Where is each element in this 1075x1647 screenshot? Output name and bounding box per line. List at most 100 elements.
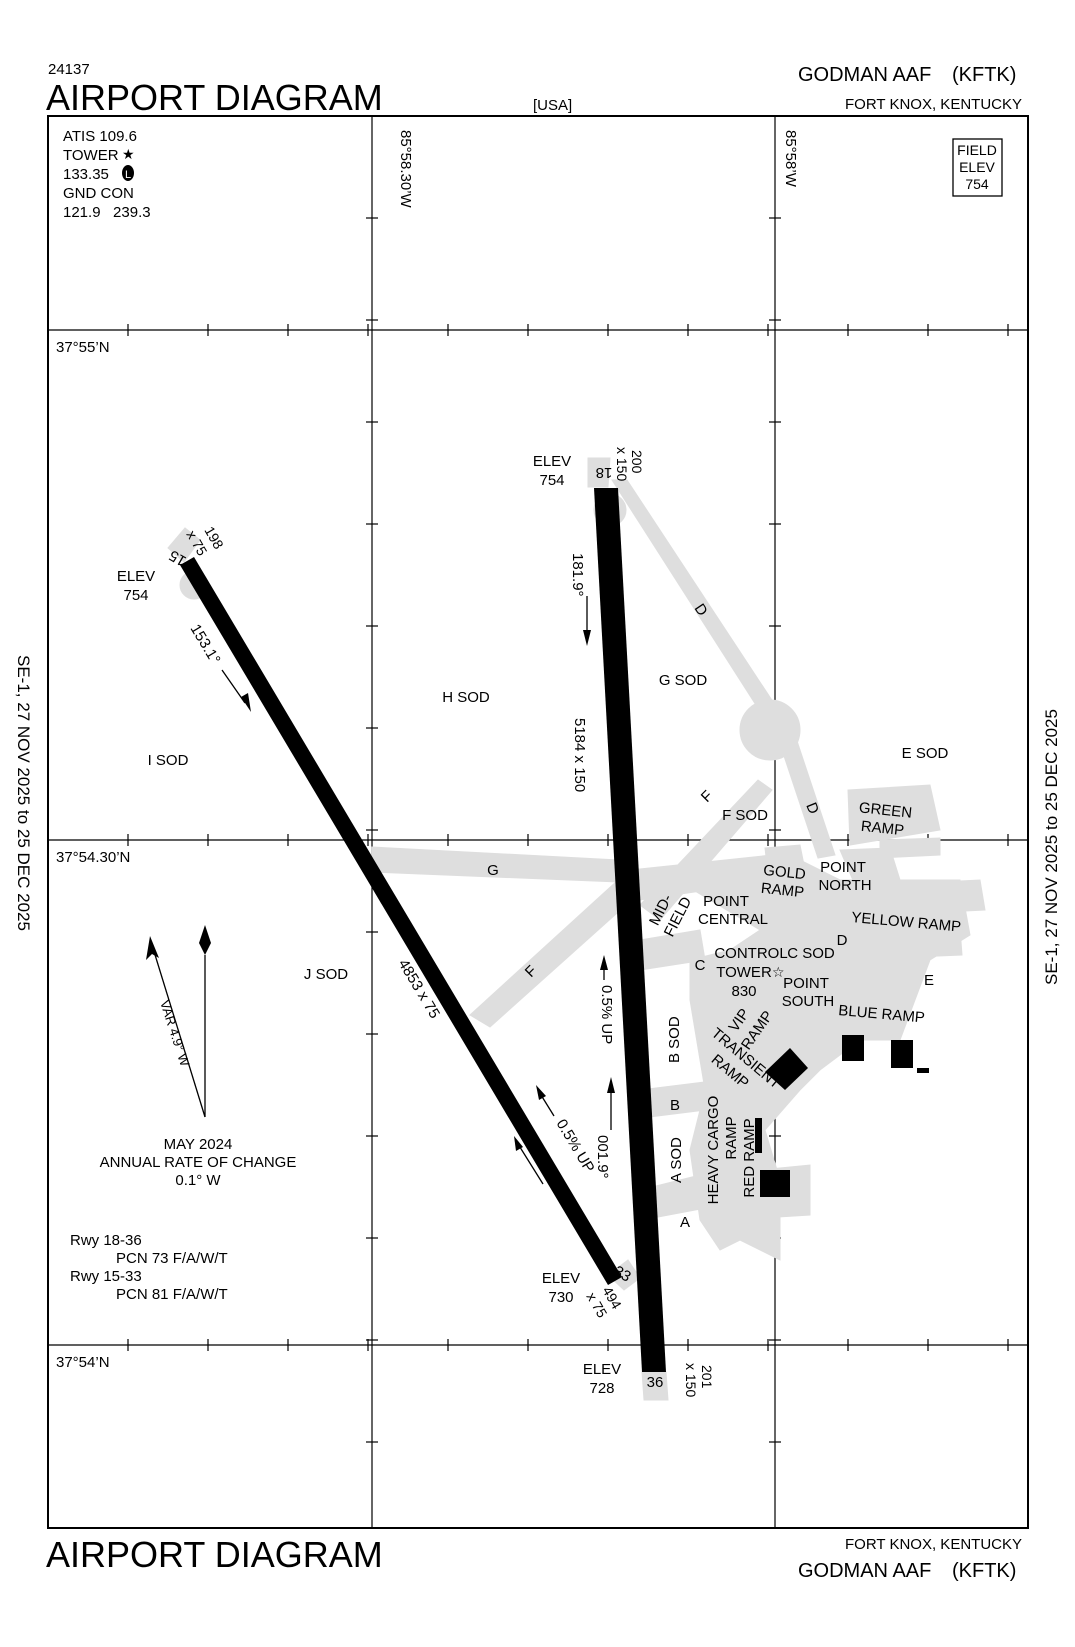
- footer-title: AIRPORT DIAGRAM: [46, 1534, 383, 1575]
- footer-location: FORT KNOX, KENTUCKY: [845, 1536, 1022, 1553]
- field-elev-l3: 754: [965, 176, 989, 192]
- rwy-18-overrun-1: 200: [629, 450, 645, 474]
- footer-ident: (KFTK): [952, 1560, 1016, 1582]
- f-sod-label: F SOD: [722, 807, 768, 824]
- runways: [180, 488, 666, 1372]
- side-note-right: SE-1, 27 NOV 2025 to 25 DEC 2025: [1042, 709, 1061, 985]
- taxiway-g-label: G: [487, 862, 499, 879]
- rwy-36-elev: 728: [589, 1380, 614, 1397]
- arrow-18: [583, 596, 591, 646]
- rwy-36-slope: 0.5% UP: [598, 985, 615, 1044]
- gnd-con-label: GND CON: [63, 185, 134, 202]
- lighting-icon: [122, 165, 134, 181]
- point-south-l2: SOUTH: [782, 993, 835, 1010]
- taxiway-e-label: E: [924, 972, 934, 989]
- e-sod-label: E SOD: [902, 745, 949, 762]
- runway-18-36: [594, 488, 666, 1372]
- j-sod-label: J SOD: [304, 966, 348, 983]
- control-tower-star-icon: ☆: [772, 964, 785, 980]
- control-tower-l3: 830: [731, 983, 756, 1000]
- grid-ticks: [127, 217, 1009, 1443]
- taxiway-b-label: B: [670, 1097, 680, 1114]
- gnd-con-freq: 121.9 239.3: [63, 204, 151, 221]
- rwy-18-elev-label: ELEV: [533, 453, 571, 470]
- header-airport: GODMAN AAF: [798, 64, 931, 86]
- rwy-15-elev-label: ELEV: [117, 568, 155, 585]
- arrow-36-slope: [600, 955, 608, 980]
- heavy-cargo-l1: HEAVY CARGO: [705, 1096, 722, 1205]
- rwy-33-elev-label: ELEV: [542, 1270, 580, 1287]
- red-ramp-label: RED RAMP: [741, 1118, 758, 1197]
- rwy-36-overrun-1: 201: [699, 1365, 715, 1389]
- lat-label-3: 37°54’N: [56, 1354, 110, 1371]
- pcn-rwy1-value: PCN 73 F/A/W/T: [116, 1250, 228, 1267]
- diagram-frame: [47, 115, 1029, 1529]
- rwy-33-end: 33: [611, 1263, 634, 1286]
- rwy-18-end: 18: [596, 464, 613, 481]
- lighting-icon-letter: L: [125, 169, 131, 181]
- gold-ramp-l2: RAMP: [760, 880, 805, 901]
- b-sod-label: B SOD: [666, 1016, 683, 1063]
- rwy-15-end: 15: [166, 546, 189, 569]
- arrow-33-slope: [536, 1085, 555, 1117]
- lat-label-1: 37°55’N: [56, 339, 110, 356]
- rwy-36-heading: 001.9°: [594, 1135, 611, 1179]
- buildings: [755, 1035, 929, 1197]
- field-elev-box: [952, 138, 1003, 197]
- arrow-36: [607, 1077, 615, 1130]
- lon-label-2: 85°58’W: [782, 130, 799, 188]
- taxiway-c-label: C: [695, 957, 706, 974]
- control-tower-l1: CONTROL: [714, 945, 787, 962]
- rwy-36-elev-label: ELEV: [583, 1361, 621, 1378]
- h-sod-label: H SOD: [442, 689, 490, 706]
- star-icon: ★: [122, 146, 135, 162]
- header-country: [USA]: [533, 97, 572, 114]
- rwy-33-elev: 730: [548, 1289, 573, 1306]
- side-note-left: SE-1, 27 NOV 2025 to 25 DEC 2025: [14, 655, 33, 931]
- field-elev-l1: FIELD: [957, 142, 997, 158]
- rwy-33-heading: 333.1°: [551, 1184, 588, 1230]
- tower-freq: 133.35: [63, 166, 109, 183]
- green-ramp-l1: GREEN: [858, 799, 913, 821]
- footer-airport: GODMAN AAF: [798, 1560, 931, 1582]
- chart-id: 24137: [48, 61, 90, 78]
- rwy-33-slope: 0.5% UP: [553, 1116, 598, 1176]
- rwy-18-36-dims: 5184 x 150: [571, 718, 588, 792]
- arrow-33: [514, 1136, 544, 1185]
- magvar-rate: 0.1° W: [175, 1172, 221, 1189]
- a-sod-label: A SOD: [668, 1137, 685, 1183]
- rwy-18-elev: 754: [539, 472, 564, 489]
- magvar-label: VAR 4.9° W: [157, 998, 193, 1069]
- pcn-rwy2-value: PCN 81 F/A/W/T: [116, 1286, 228, 1303]
- taxiway-pavement: [167, 457, 986, 1401]
- control-tower-l2: TOWER: [716, 964, 772, 981]
- point-south-l1: POINT: [783, 975, 829, 992]
- pcn-rwy1: Rwy 18-36: [70, 1232, 142, 1249]
- point-central-l1: POINT: [703, 893, 749, 910]
- tower-label: TOWER: [63, 147, 119, 164]
- magvar-date: MAY 2024: [164, 1136, 233, 1153]
- c-sod-label: C SOD: [787, 945, 835, 962]
- green-ramp-l2: RAMP: [860, 818, 905, 839]
- point-north-l1: POINT: [820, 859, 866, 876]
- magvar-arrows: [146, 925, 211, 1118]
- magvar-rate-label: ANNUAL RATE OF CHANGE: [100, 1154, 297, 1171]
- rwy-15-elev: 754: [123, 587, 148, 604]
- gold-ramp-l1: GOLD: [762, 862, 806, 883]
- point-north-l2: NORTH: [818, 877, 871, 894]
- rwy-36-overrun-2: x 150: [683, 1363, 699, 1397]
- rwy-36-end: 36: [647, 1374, 664, 1391]
- point-central-l2: CENTRAL: [698, 911, 768, 928]
- taxiway-a-label: A: [680, 1214, 690, 1231]
- lon-label-1: 85°58.30’W: [397, 130, 414, 209]
- lat-label-2: 37°54.30’N: [56, 849, 130, 866]
- field-elev-l2: ELEV: [959, 159, 995, 175]
- pcn-rwy2: Rwy 15-33: [70, 1268, 142, 1285]
- header-ident: (KFTK): [952, 64, 1016, 86]
- header-title: AIRPORT DIAGRAM: [46, 77, 383, 118]
- arrow-15: [221, 669, 251, 712]
- header-location: FORT KNOX, KENTUCKY: [845, 96, 1022, 113]
- heavy-cargo-l2: RAMP: [723, 1116, 740, 1159]
- atis-freq: ATIS 109.6: [63, 128, 137, 145]
